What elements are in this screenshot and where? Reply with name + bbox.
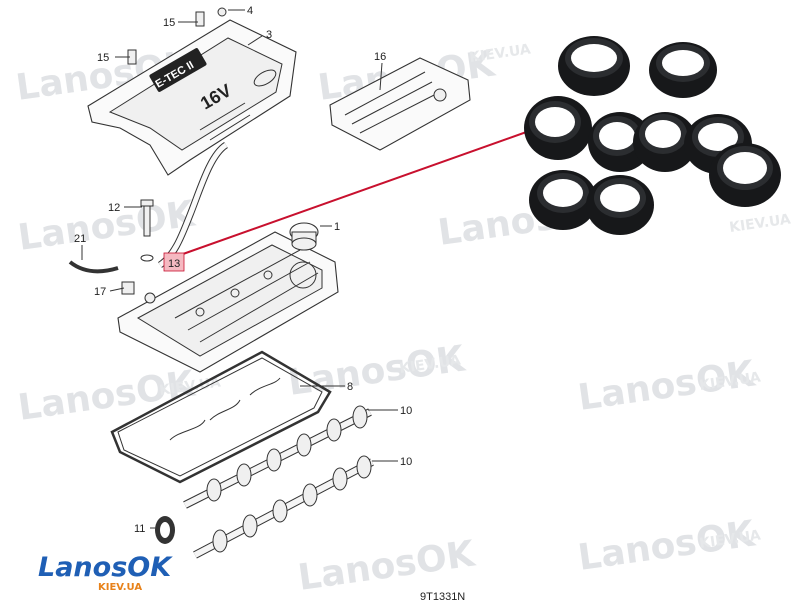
part-numbers: 4 15 3 15 16 12 1 21 13 17 8 10 10 11 9T… xyxy=(74,5,465,600)
seal-ring xyxy=(529,170,597,230)
seal-ring xyxy=(588,112,652,172)
watermark-text: LanosOK xyxy=(296,533,479,598)
seal-ring xyxy=(709,143,781,207)
part-number-15: 15 xyxy=(97,52,109,64)
oil-filler-port xyxy=(289,261,317,289)
small-parts xyxy=(68,7,227,304)
part-number-8: 8 xyxy=(347,381,353,393)
part-number-12: 12 xyxy=(108,202,120,214)
part-number-10-upper: 10 xyxy=(400,405,412,417)
seal-ring xyxy=(558,36,630,96)
part-number-13: 13 xyxy=(168,258,180,270)
callout-line xyxy=(182,129,533,255)
part-number-15-top: 15 xyxy=(163,17,175,29)
part-number-16: 16 xyxy=(374,51,386,63)
part-number-11: 11 xyxy=(134,523,145,535)
part-number-21: 21 xyxy=(74,233,86,245)
seal-ring xyxy=(649,42,717,98)
part-number-3: 3 xyxy=(266,29,272,41)
site-logo: LanosOK KIEV.UA xyxy=(38,552,173,593)
seal-ring xyxy=(586,175,654,235)
part-13-highlight-box xyxy=(163,252,185,272)
camshaft-upper xyxy=(183,405,372,509)
camshaft-seal xyxy=(155,516,175,544)
part-number-10-lower: 10 xyxy=(400,456,412,468)
cover-badge xyxy=(149,48,207,92)
part-number-4: 4 xyxy=(247,5,253,17)
drawing-code: 9T1331N xyxy=(420,591,465,600)
valve-cover xyxy=(117,222,339,373)
seal-ring xyxy=(524,96,592,160)
logo-text: LanosOK xyxy=(38,552,173,583)
small-valve-cover xyxy=(329,57,471,151)
leader-lines xyxy=(81,9,398,529)
valve-cover-gasket xyxy=(110,350,332,484)
seal-rings-photo xyxy=(524,36,781,235)
watermark-subtext: KIEV.UA xyxy=(728,212,792,236)
seal-ring xyxy=(633,112,697,172)
part-number-1: 1 xyxy=(334,221,340,233)
part-number-17: 17 xyxy=(94,286,106,298)
engine-cover: E-TEC II 16V xyxy=(87,19,297,268)
camshaft-lower xyxy=(193,455,374,559)
logo-subtext: KIEV.UA xyxy=(98,582,142,593)
